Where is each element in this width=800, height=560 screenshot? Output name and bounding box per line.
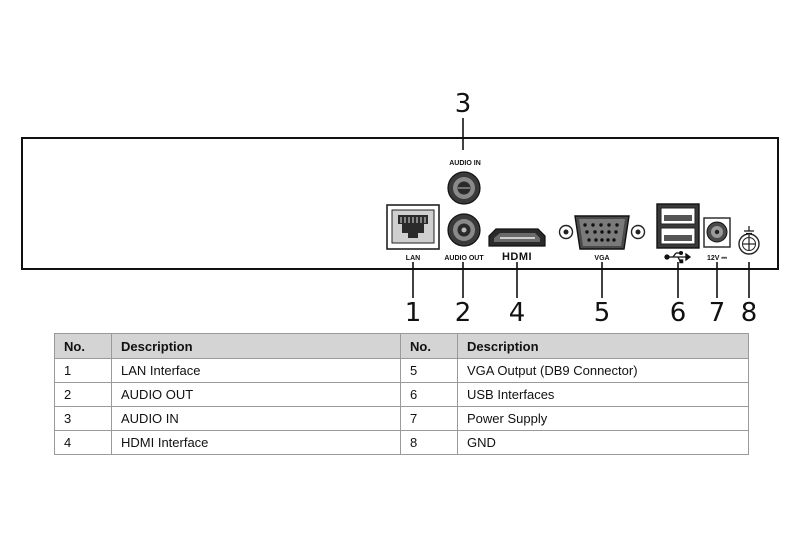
table-cell-description: LAN Interface [111, 358, 401, 383]
callout-number-7: 7 [709, 298, 726, 328]
audio-in-jack [447, 171, 481, 205]
audio-in-port-label: AUDIO IN [449, 160, 481, 167]
vga-port [558, 215, 646, 250]
column-header-description: Description [457, 333, 749, 359]
table-cell-description: HDMI Interface [111, 430, 401, 455]
table-cell-no: 2 [54, 382, 112, 407]
callout-number-1: 1 [405, 298, 422, 328]
table-header-row: No. Description No. Description [54, 333, 749, 359]
port-description-table: No. Description No. Description 1 LAN In… [54, 333, 749, 455]
column-header-no: No. [400, 333, 458, 359]
callout-number-5: 5 [594, 298, 611, 328]
table-cell-description: AUDIO IN [111, 406, 401, 431]
ground-terminal [738, 233, 760, 255]
table-cell-no: 8 [400, 430, 458, 455]
power-port-label: 12V ⎓ [707, 255, 727, 262]
table-cell-description: AUDIO OUT [111, 382, 401, 407]
table-row: 1 LAN Interface 5 VGA Output (DB9 Connec… [54, 358, 749, 383]
table-cell-no: 1 [54, 358, 112, 383]
table-cell-no: 5 [400, 358, 458, 383]
lan-port [386, 204, 440, 250]
table-cell-no: 3 [54, 406, 112, 431]
callout-number-3: 3 [455, 89, 472, 119]
column-header-no: No. [54, 333, 112, 359]
table-cell-no: 6 [400, 382, 458, 407]
audio-out-jack [447, 213, 481, 247]
table-row: 2 AUDIO OUT 6 USB Interfaces [54, 382, 749, 407]
usb-icon [664, 250, 692, 264]
table-cell-description: VGA Output (DB9 Connector) [457, 358, 749, 383]
callout-number-8: 8 [741, 298, 758, 328]
power-jack [703, 217, 731, 248]
callout-number-2: 2 [455, 298, 472, 328]
usb-ports [656, 203, 700, 249]
lan-port-label: LAN [406, 255, 420, 262]
rear-panel-diagram: 3 1 2 4 5 6 7 8 LAN AUDIO IN AUDIO OUT [21, 89, 779, 328]
table-cell-no: 4 [54, 430, 112, 455]
callout-number-4: 4 [509, 298, 526, 328]
column-header-description: Description [111, 333, 401, 359]
table-row: 3 AUDIO IN 7 Power Supply [54, 406, 749, 431]
table-cell-description: Power Supply [457, 406, 749, 431]
vga-port-label: VGA [594, 255, 609, 262]
table-cell-description: GND [457, 430, 749, 455]
device-rear-panel [21, 137, 779, 270]
callout-number-6: 6 [670, 298, 687, 328]
ground-icon [744, 226, 754, 237]
audio-out-port-label: AUDIO OUT [444, 255, 484, 262]
table-cell-no: 7 [400, 406, 458, 431]
hdmi-port-label: HDMI [502, 251, 532, 263]
table-cell-description: USB Interfaces [457, 382, 749, 407]
hdmi-port [488, 228, 546, 247]
table-row: 4 HDMI Interface 8 GND [54, 430, 749, 455]
